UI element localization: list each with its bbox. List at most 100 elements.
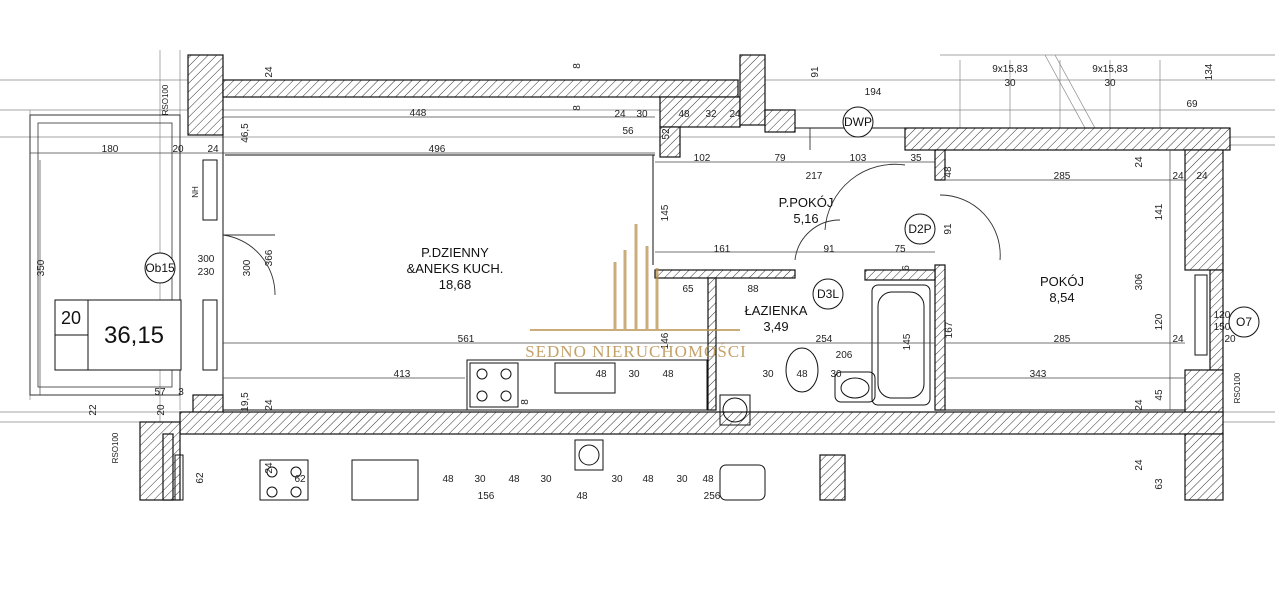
dim-256: 256 — [704, 491, 721, 502]
dim-167: 167 — [944, 321, 955, 338]
dim-306: 306 — [1134, 273, 1145, 290]
windows — [202, 159, 1208, 371]
dim-22: 22 — [88, 404, 99, 416]
dim-145b: 145 — [902, 333, 913, 350]
tag-dwp: DWP — [844, 115, 872, 129]
dim-24g: 24 — [264, 462, 275, 474]
dim-350: 350 — [36, 259, 47, 276]
dim-6: 6 — [901, 265, 912, 271]
dim-91a: 91 — [823, 244, 835, 255]
dim-103: 103 — [850, 153, 867, 164]
dim-30f: 30 — [628, 369, 640, 380]
dim-30e: 30 — [676, 474, 688, 485]
walls — [139, 54, 1231, 501]
dim-300b: 300 — [242, 259, 253, 276]
dim-20b: 20 — [156, 404, 167, 416]
dim-62b: 62 — [294, 474, 306, 485]
dim-496: 496 — [429, 144, 446, 155]
hall-area: 5,16 — [793, 211, 818, 226]
dim-46-5: 46,5 — [240, 123, 251, 143]
stairs-left-label: 9x15,83 — [992, 64, 1028, 75]
dim-48f: 48 — [642, 474, 654, 485]
balcony — [29, 114, 181, 396]
door-swings — [222, 128, 1001, 296]
dim-45: 45 — [1154, 389, 1165, 401]
living-room-name-2: &ANEKS KUCH. — [407, 261, 504, 276]
dim-120b: 120 — [1214, 310, 1231, 321]
dimension-lines — [30, 116, 1185, 410]
dim-91b: 91 — [943, 223, 954, 235]
watermark-logo — [530, 224, 740, 331]
dim-20a: 20 — [172, 144, 184, 155]
bedroom-area: 8,54 — [1049, 290, 1074, 305]
dim-48h: 48 — [595, 369, 607, 380]
dim-8a: 8 — [572, 63, 583, 69]
dim-194: 194 — [865, 87, 882, 98]
bathroom-fixtures — [785, 284, 931, 406]
dim-24b: 24 — [614, 109, 626, 120]
dim-30a: 30 — [636, 109, 648, 120]
dim-413: 413 — [394, 369, 411, 380]
dim-300a: 300 — [198, 254, 215, 265]
dim-48a: 48 — [678, 109, 690, 120]
rso100-symbol-b: RSO100 — [111, 432, 120, 463]
dim-35: 35 — [910, 153, 922, 164]
dim-146: 146 — [660, 332, 671, 349]
tag-ob15: Ob15 — [145, 261, 175, 275]
dim-24c: 24 — [729, 109, 741, 120]
dim-8b: 8 — [572, 105, 583, 111]
dim-48i: 48 — [662, 369, 674, 380]
dim-24d: 24 — [1134, 156, 1145, 168]
dim-3: 3 — [178, 387, 184, 398]
dim-57: 57 — [154, 387, 166, 398]
dim-343: 343 — [1030, 369, 1047, 380]
dim-254: 254 — [816, 334, 833, 345]
rso100-symbol-a: RSO100 — [161, 84, 170, 115]
dim-156: 156 — [478, 491, 495, 502]
dim-75: 75 — [894, 244, 906, 255]
neighbor-fixtures — [174, 454, 766, 501]
unit-area-box: 20 36,15 — [54, 299, 182, 371]
dim-30c: 30 — [540, 474, 552, 485]
dim-79: 79 — [774, 153, 786, 164]
dim-134: 134 — [1204, 63, 1215, 80]
nh-symbol: NH — [191, 186, 200, 198]
rso100-symbol-c: RSO100 — [1233, 372, 1242, 403]
dim-141: 141 — [1154, 203, 1165, 220]
dim-145a: 145 — [660, 204, 671, 221]
stairs-right-sub: 30 — [1104, 78, 1116, 89]
dim-24h: 24 — [1134, 459, 1145, 471]
dim-52: 52 — [661, 128, 672, 140]
dim-48e: 48 — [576, 491, 588, 502]
kitchen-fixtures — [466, 359, 751, 471]
dim-20c: 20 — [1224, 334, 1236, 345]
dim-102: 102 — [694, 153, 711, 164]
dim-62: 62 — [195, 472, 206, 484]
dim-24k: 24 — [1196, 171, 1208, 182]
dim-448: 448 — [410, 108, 427, 119]
tag-d3l: D3L — [817, 287, 839, 301]
stairs-right-label: 9x15,83 — [1092, 64, 1128, 75]
dim-285b: 285 — [1054, 334, 1071, 345]
dim-30h: 30 — [830, 369, 842, 380]
dim-24i: 24 — [1172, 334, 1184, 345]
dim-19-5: 19,5 — [240, 392, 251, 412]
dim-30d: 30 — [611, 474, 623, 485]
bathroom-name: ŁAZIENKA — [745, 303, 808, 318]
dim-63: 63 — [1154, 478, 1165, 490]
dim-561: 561 — [458, 334, 475, 345]
dim-217: 217 — [806, 171, 823, 182]
dim-180: 180 — [102, 144, 119, 155]
living-room-area: 18,68 — [439, 277, 472, 292]
dim-69: 69 — [1186, 99, 1198, 110]
dim-48d: 48 — [508, 474, 520, 485]
door-window-tags — [144, 106, 1260, 338]
dim-48g: 48 — [702, 474, 714, 485]
dim-285a: 285 — [1054, 171, 1071, 182]
dim-30b: 30 — [474, 474, 486, 485]
tag-o7: O7 — [1236, 315, 1252, 329]
dim-48j: 48 — [796, 369, 808, 380]
tag-d2p: D2P — [908, 222, 931, 236]
hall-name: P.POKÓJ — [779, 195, 834, 210]
